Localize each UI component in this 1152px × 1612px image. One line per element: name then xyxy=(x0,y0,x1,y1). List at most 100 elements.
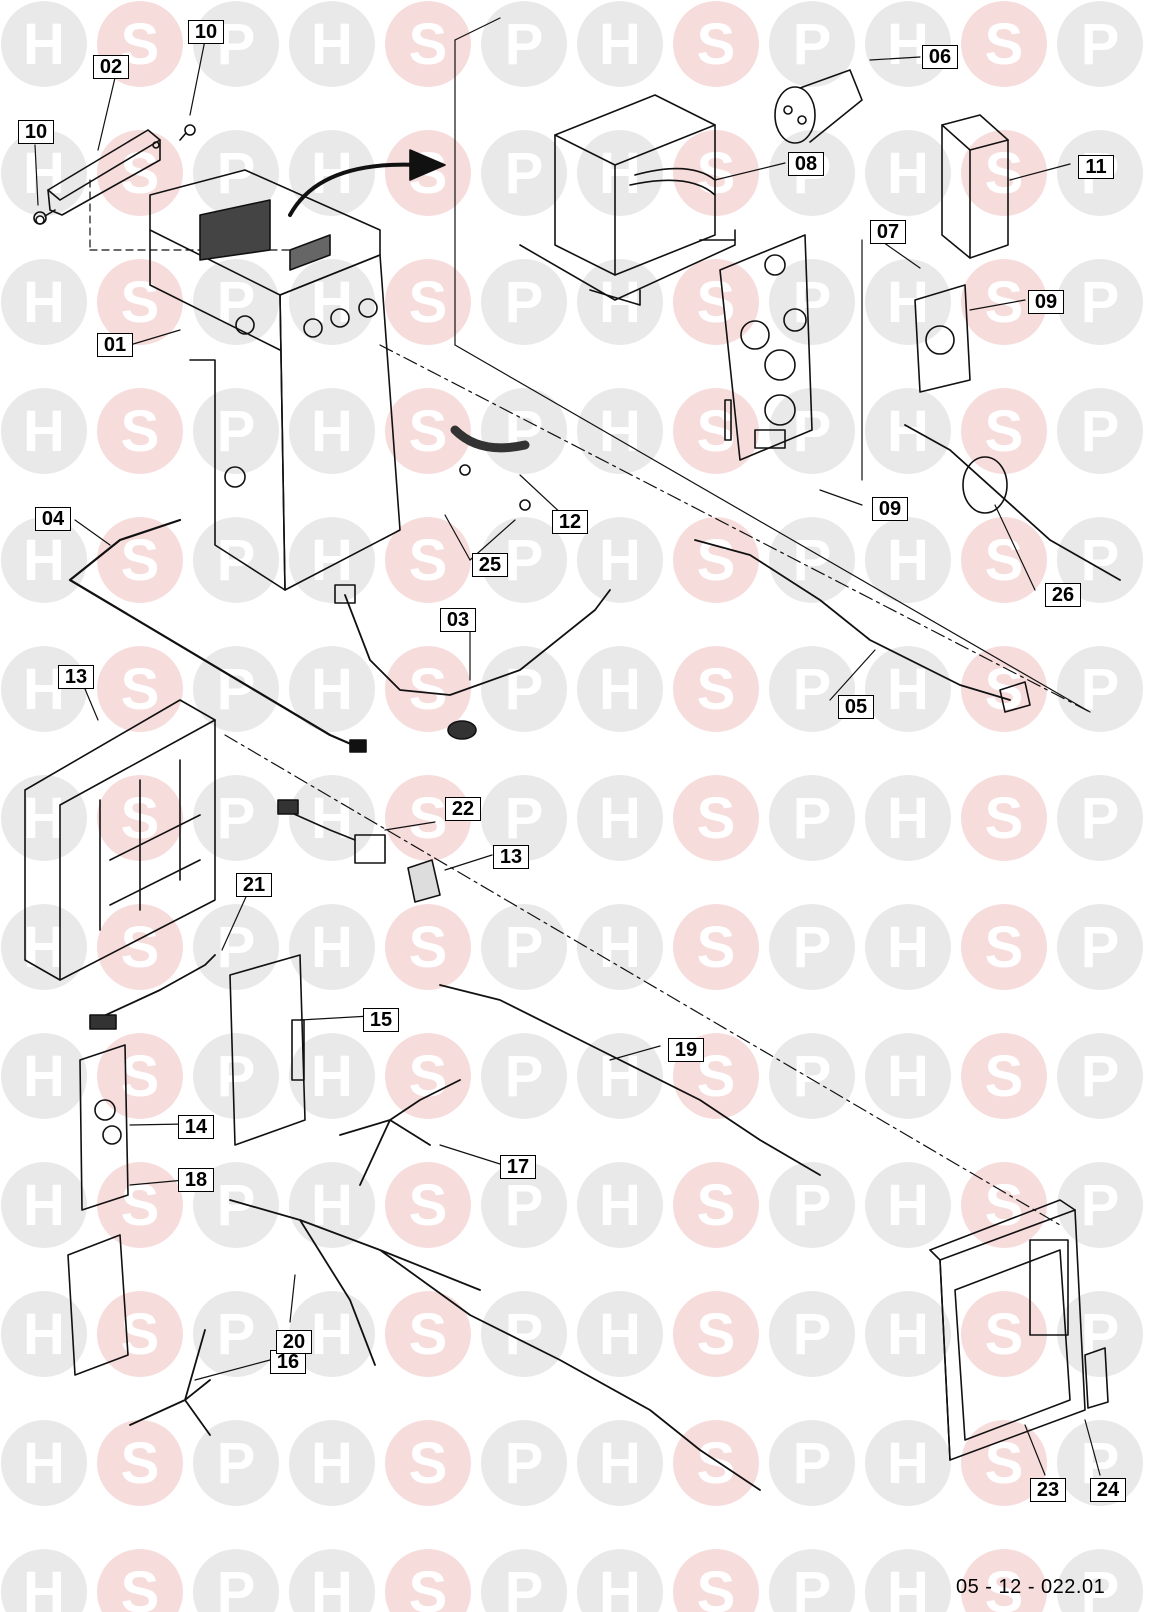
watermark-circle xyxy=(961,517,1047,603)
watermark-circle xyxy=(97,1291,183,1377)
watermark-letter: S xyxy=(985,1560,1024,1612)
watermark-letter: P xyxy=(793,1044,832,1109)
watermark-circle xyxy=(385,517,471,603)
watermark-circle xyxy=(865,904,951,990)
watermark-letter: P xyxy=(505,12,544,77)
watermark-circle xyxy=(673,388,759,474)
watermark-letter: S xyxy=(409,12,448,77)
part-03-harness xyxy=(344,589,611,696)
watermark-circle xyxy=(769,388,855,474)
part-07-board xyxy=(914,284,971,393)
watermark-circle xyxy=(673,1,759,87)
watermark-letter: S xyxy=(697,1302,736,1367)
part-20-harness xyxy=(229,1199,761,1491)
watermark-circle xyxy=(769,646,855,732)
part-callout-20: 20 xyxy=(276,1330,312,1354)
watermark-circle xyxy=(1,1291,87,1377)
watermark-letter: P xyxy=(217,1560,256,1612)
watermark-circle xyxy=(673,1549,759,1612)
watermark-circle xyxy=(481,1420,567,1506)
watermark-letter: P xyxy=(1081,1173,1120,1238)
watermark-letter: P xyxy=(793,528,832,593)
watermark-circle xyxy=(1057,1291,1143,1377)
part-10-screw xyxy=(179,124,196,141)
watermark-circle xyxy=(769,1033,855,1119)
part-24-insert xyxy=(1084,1347,1109,1409)
watermark-letter: H xyxy=(887,1173,929,1238)
watermark-letter: S xyxy=(409,1302,448,1367)
watermark-circle xyxy=(865,646,951,732)
part-15-pcb xyxy=(229,954,306,1146)
watermark-letter: H xyxy=(599,141,641,206)
watermark-letter: S xyxy=(985,270,1024,335)
watermark-letter: P xyxy=(217,1044,256,1109)
watermark-circle xyxy=(481,517,567,603)
part-22-sensor xyxy=(277,799,386,864)
watermark-circle xyxy=(97,1420,183,1506)
watermark-letter: P xyxy=(1081,915,1120,980)
watermark-circle xyxy=(481,1291,567,1377)
part-01-electrical-box xyxy=(149,169,401,591)
watermark-circle xyxy=(673,775,759,861)
watermark-letter: S xyxy=(121,915,160,980)
watermark-circle xyxy=(961,1033,1047,1119)
watermark-circle xyxy=(1,1162,87,1248)
part-18-pcb xyxy=(67,1234,129,1376)
part-10-screw xyxy=(33,209,56,225)
part-callout-10b: 10 xyxy=(18,120,54,144)
watermark-circle xyxy=(193,904,279,990)
watermark-letter: S xyxy=(409,1044,448,1109)
watermark-circle xyxy=(673,259,759,345)
watermark-letter: H xyxy=(599,12,641,77)
part-04-cable xyxy=(68,518,362,750)
part-callout-13a: 13 xyxy=(58,665,94,689)
part-21-cable xyxy=(94,954,216,1021)
drawing-number: 05 - 12 - 022.01 xyxy=(956,1576,1106,1598)
watermark-letter: S xyxy=(409,915,448,980)
watermark-letter: H xyxy=(23,1302,65,1367)
watermark-letter: H xyxy=(599,528,641,593)
watermark-circle xyxy=(865,1162,951,1248)
part-14-pcb xyxy=(79,1044,129,1211)
watermark-circle xyxy=(1057,904,1143,990)
watermark-letter: H xyxy=(887,528,929,593)
watermark-letter: S xyxy=(985,915,1024,980)
watermark-letter: H xyxy=(887,399,929,464)
part-23-front-panel xyxy=(929,1199,1086,1461)
watermark-circle xyxy=(769,1,855,87)
watermark-letter: P xyxy=(217,1431,256,1496)
watermark-letter: H xyxy=(311,528,353,593)
watermark-circle xyxy=(481,1549,567,1612)
watermark-letter: H xyxy=(599,657,641,722)
watermark-letter: S xyxy=(121,1431,160,1496)
part-13-chassis xyxy=(24,699,216,981)
watermark-letter: H xyxy=(887,1431,929,1496)
watermark-circle xyxy=(577,1291,663,1377)
watermark-letter: S xyxy=(121,528,160,593)
part-callout-03: 03 xyxy=(440,608,476,632)
watermark-circle xyxy=(865,1549,951,1612)
part-callout-21: 21 xyxy=(236,873,272,897)
part-19-harness xyxy=(439,984,821,1176)
watermark-circle xyxy=(1,130,87,216)
watermark-circle xyxy=(289,517,375,603)
watermark-circle xyxy=(673,130,759,216)
watermark-circle xyxy=(577,1549,663,1612)
watermark-letter: P xyxy=(793,1560,832,1612)
watermark-circle xyxy=(577,259,663,345)
watermark-letter: H xyxy=(23,399,65,464)
watermark-letter: H xyxy=(23,270,65,335)
watermark-circle xyxy=(385,1420,471,1506)
watermark-circle xyxy=(577,517,663,603)
watermark-circle xyxy=(385,775,471,861)
watermark-circle xyxy=(577,775,663,861)
part-callout-22: 22 xyxy=(445,797,481,821)
part-callout-10a: 10 xyxy=(188,20,224,44)
watermark-circle xyxy=(97,130,183,216)
watermark-circle xyxy=(289,1291,375,1377)
watermark-letter: H xyxy=(599,1044,641,1109)
part-callout-23: 23 xyxy=(1030,1478,1066,1502)
watermark-circle xyxy=(577,646,663,732)
watermark-circle xyxy=(1057,646,1143,732)
watermark-letter: H xyxy=(23,12,65,77)
